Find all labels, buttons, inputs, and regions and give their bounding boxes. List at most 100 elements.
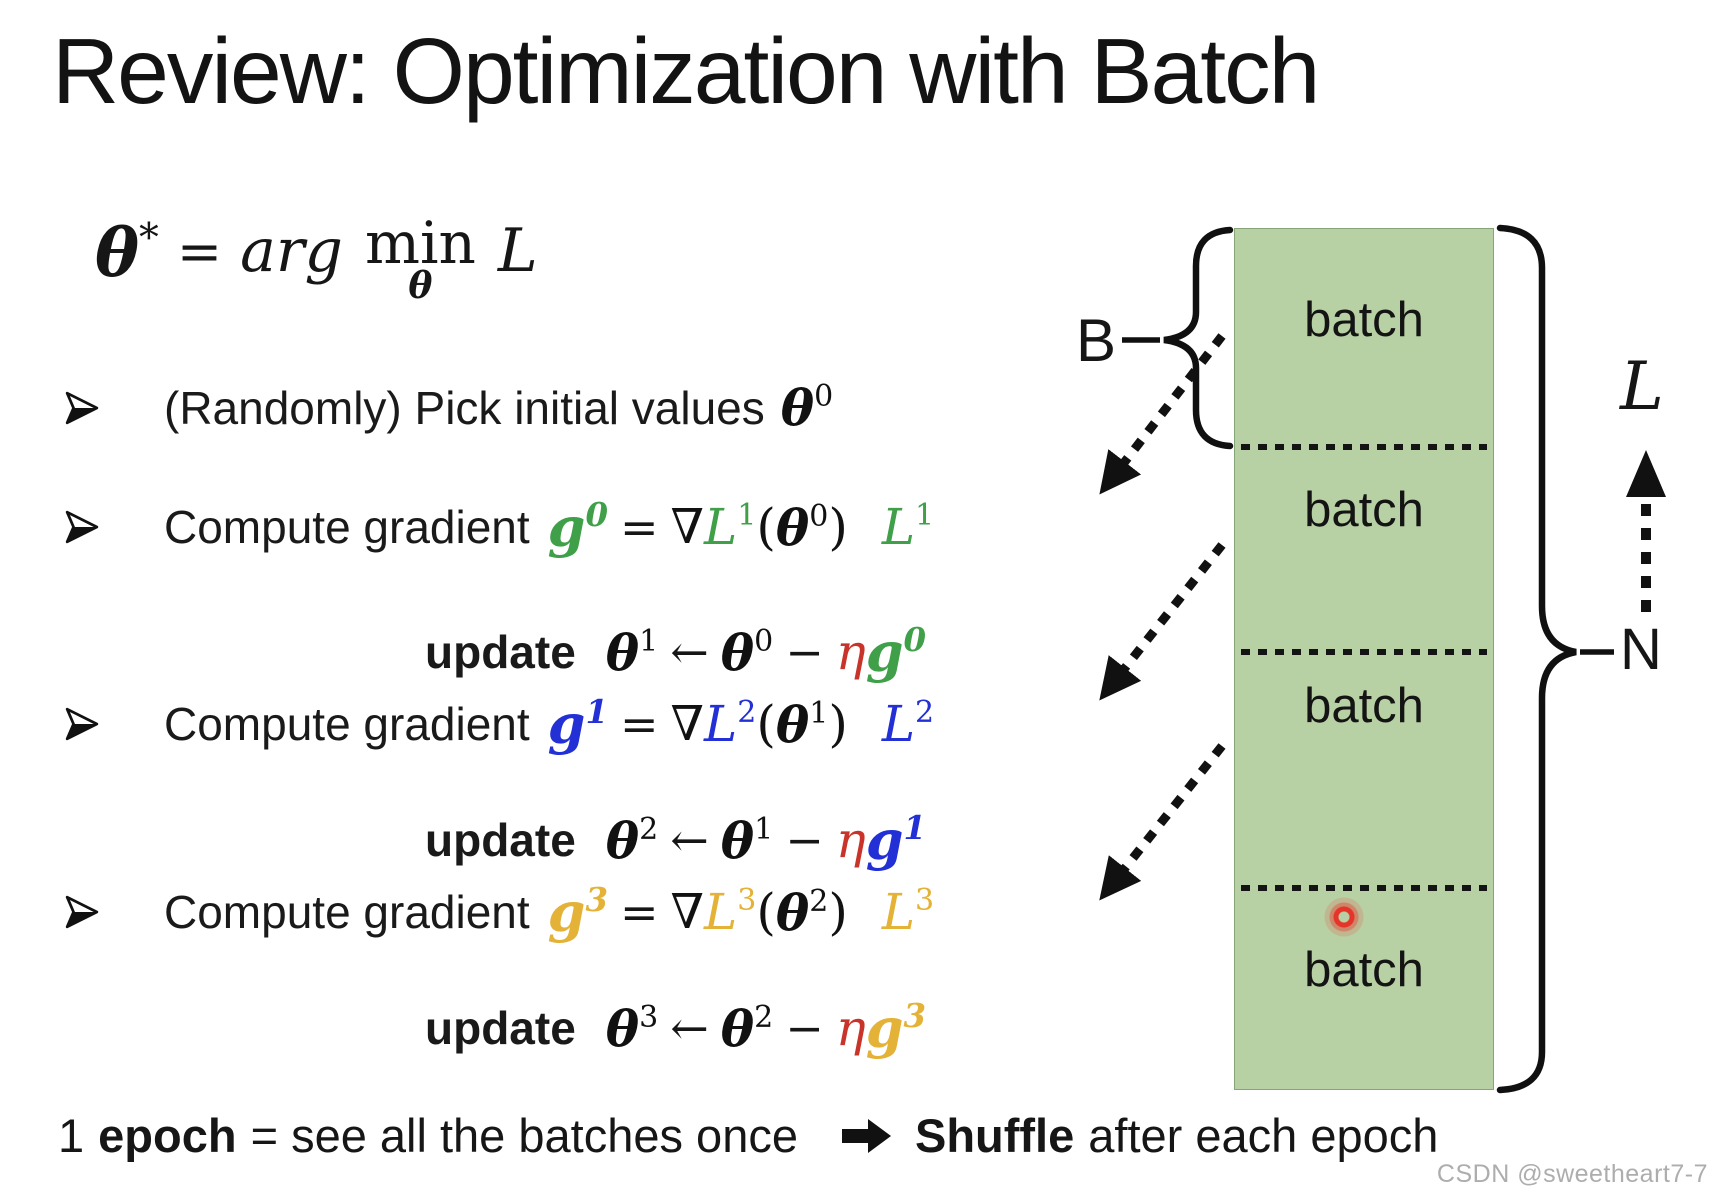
theta-glyph: θ	[775, 497, 810, 557]
bullet-pick-initial: (Randomly) Pick initial values θ0	[64, 378, 833, 437]
theta1-arg: θ1	[776, 695, 828, 754]
theta3-symbol: θ3	[606, 999, 658, 1058]
objective-formula: θ* = arg min θ L	[95, 214, 538, 304]
theta-glyph: θ	[605, 998, 640, 1058]
dataset-size-label: N	[1620, 617, 1662, 682]
nabla-symbol: ∇	[670, 884, 705, 940]
g1-sup: 1	[903, 808, 927, 847]
theta-glyph: θ	[605, 622, 640, 682]
L3-tail-symbol: L3	[882, 883, 934, 941]
bullet-gradient-2: Compute gradient g3 = ∇ L3 ( θ2 ) L3	[64, 880, 934, 944]
theta-symbol: θ	[95, 214, 140, 292]
g0-sup: 0	[585, 495, 608, 534]
arrow-batch3-to-L3	[1099, 743, 1226, 901]
g1-sup: 1	[585, 692, 608, 731]
g-glyph: g	[547, 692, 586, 756]
arrowhead-bullet-icon	[65, 391, 99, 424]
batch-size-label: B	[1076, 307, 1117, 374]
theta1-sup: 1	[809, 695, 829, 731]
min-block: min θ	[365, 214, 476, 304]
update-label: update	[425, 1002, 576, 1054]
theta1-symbol: θ1	[721, 811, 773, 870]
star-sup: *	[139, 215, 159, 262]
arrow-batch1-to-L1	[1099, 333, 1226, 495]
close-paren: )	[828, 695, 848, 753]
nabla-symbol: ∇	[670, 499, 705, 555]
L3-tail-sup: 3	[915, 883, 935, 919]
laser-pointer-dot	[1320, 893, 1368, 941]
g-glyph: g	[865, 620, 904, 684]
L-glyph: L	[704, 883, 738, 941]
loss-symbol: L	[497, 216, 538, 286]
L3-sup: 3	[737, 883, 757, 919]
L2-tail-symbol: L2	[882, 695, 934, 753]
L3-symbol: L3	[704, 883, 756, 941]
epoch-count: 1	[58, 1109, 85, 1162]
theta-glyph: θ	[720, 810, 755, 870]
update-label: update	[425, 814, 576, 866]
theta0-symbol: θ0	[781, 378, 833, 437]
epoch-definition: = see all the batches once	[250, 1109, 798, 1162]
theta-glyph: θ	[720, 622, 755, 682]
minus-sign: −	[785, 1001, 824, 1055]
bullet-gradient-0: Compute gradient g0 = ∇ L1 ( θ0 ) L1	[64, 495, 934, 559]
g0-symbol: g0	[866, 620, 926, 684]
batch-label-4: batch	[1304, 943, 1424, 997]
theta-glyph: θ	[775, 882, 810, 942]
g-glyph: g	[865, 808, 904, 872]
L-glyph: L	[704, 498, 738, 556]
epoch-footer: 1 epoch = see all the batches once Shuff…	[58, 1108, 1438, 1163]
left-arrow-symbol: ←	[670, 813, 709, 867]
b-brace	[1163, 226, 1234, 450]
theta0-sup: 0	[814, 379, 834, 415]
equals-sign: =	[619, 885, 659, 939]
L2-tail-sup: 2	[915, 695, 935, 731]
L-glyph: L	[881, 498, 916, 556]
g3-sup: 3	[903, 996, 927, 1035]
open-paren: (	[756, 883, 776, 941]
L1-sup: 1	[737, 498, 757, 534]
g3-symbol: g3	[548, 880, 608, 944]
eta-symbol: η	[835, 623, 866, 681]
eta-symbol: η	[835, 999, 866, 1057]
theta2-symbol: θ2	[721, 999, 773, 1058]
n-brace	[1496, 224, 1577, 1094]
theta2-symbol: θ2	[606, 811, 658, 870]
batch-label-1: batch	[1304, 293, 1424, 347]
theta2-sup: 2	[809, 883, 829, 919]
g-glyph: g	[547, 880, 586, 944]
arrowhead-bullet-icon	[65, 707, 99, 741]
update-line-1: update θ2 ← θ1 − η g1	[425, 808, 926, 872]
arrow-batch2-to-L2	[1099, 542, 1226, 701]
arg-text: arg	[240, 216, 343, 286]
g3-symbol: g3	[866, 996, 926, 1060]
minus-sign: −	[785, 813, 824, 867]
theta0-symbol: θ0	[721, 623, 773, 682]
g1-symbol: g1	[548, 692, 608, 756]
update-line-2: update θ3 ← θ2 − η g3	[425, 996, 926, 1060]
g1-symbol: g1	[866, 808, 926, 872]
g0-symbol: g0	[548, 495, 608, 559]
update-line-0: update θ1 ← θ0 − η g0	[425, 620, 926, 684]
shuffle-suffix: after each epoch	[1088, 1109, 1439, 1162]
batch-label-3: batch	[1304, 679, 1424, 733]
g-glyph: g	[865, 996, 904, 1060]
left-arrow-symbol: ←	[670, 625, 709, 679]
L-glyph: L	[881, 695, 916, 753]
shuffle-word: Shuffle	[914, 1109, 1075, 1162]
theta1-symbol: θ1	[606, 623, 658, 682]
batch-column	[1234, 228, 1494, 1090]
theta-glyph: θ	[780, 378, 815, 437]
theta0-sup: 0	[754, 623, 774, 659]
watermark: CSDN @sweetheart7-7	[1436, 1160, 1708, 1188]
theta-glyph: θ	[605, 810, 640, 870]
theta0-arg: θ0	[776, 498, 828, 557]
batch-label-2: batch	[1304, 483, 1424, 537]
L1-symbol: L1	[704, 498, 756, 556]
close-paren: )	[828, 883, 848, 941]
open-paren: (	[756, 695, 776, 753]
loss-up-arrowhead	[1626, 450, 1666, 497]
arrowhead-bullet-icon	[65, 895, 99, 929]
equals-sign: =	[619, 697, 659, 751]
theta-glyph: θ	[775, 694, 810, 754]
